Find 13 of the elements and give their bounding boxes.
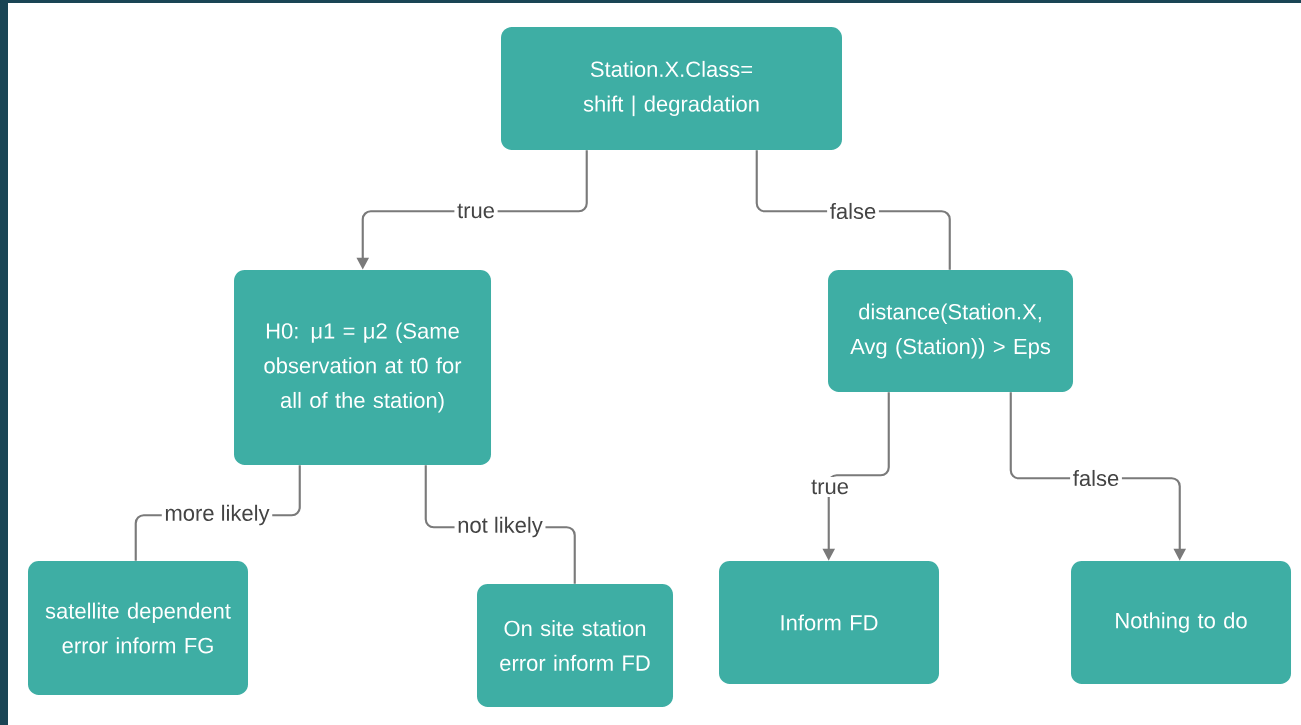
process-box: Station.X.Class= shift | degradation xyxy=(501,27,842,150)
edge-label: more likely xyxy=(161,502,273,528)
process-box: On site station error inform FD xyxy=(477,584,673,707)
edge-label: false xyxy=(827,200,879,222)
process-box: Nothing to do xyxy=(1071,561,1291,684)
edge-label: not likely xyxy=(454,514,546,540)
process-box: H0: μ1 = μ2 (Same observation at t0 for all of the station) xyxy=(234,270,491,465)
process-box: distance(Station.X, Avg (Station)) > Eps xyxy=(828,270,1073,392)
edge-label: true xyxy=(808,477,852,497)
process-box: satellite dependent error inform FG xyxy=(28,561,248,695)
edge-label: false xyxy=(1070,467,1122,489)
process-box: Inform FD xyxy=(719,561,939,684)
edge-label: true xyxy=(454,201,498,221)
